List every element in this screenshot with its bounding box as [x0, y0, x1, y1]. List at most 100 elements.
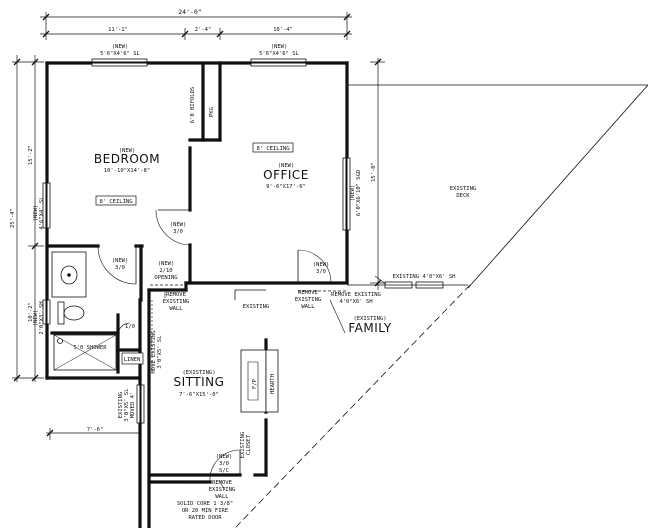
win-move-existing-2: 3'0"X5' SL [157, 335, 163, 369]
family-tag: (EXISTING) [353, 316, 386, 322]
office-ceiling: 8' CEILING [256, 146, 289, 152]
dim-top-left: 11'-1" [108, 27, 128, 33]
deck-line2: DECK [456, 193, 470, 199]
dim-office-right: 15'-0" [371, 162, 377, 182]
dim-left-lower: 10'-2" [28, 302, 34, 322]
win-bedroom-left-spec: 4'6"X4' SL [39, 196, 45, 230]
note-remove-left-1: REMOVE [166, 292, 186, 298]
window-bedroom-left [42, 182, 51, 229]
office-name: OFFICE [263, 168, 309, 182]
door-opening-line1: 2/10 [159, 268, 172, 274]
door-bedroom-size: 3/0 [173, 229, 183, 235]
bedroom-ceiling-box [95, 195, 137, 206]
dim-sitting-left: 7'-6" [87, 427, 104, 433]
win-bedroom-left-tag: (NEW) [33, 205, 39, 222]
bedroom-tag: (NEW) [119, 148, 136, 154]
door-fire-line2: S/C [219, 468, 229, 474]
dim-overall: 24'-0" [178, 8, 201, 16]
door-office-size: 3/0 [316, 269, 326, 275]
note-linen: LINEN [124, 357, 141, 363]
toilet-tank [57, 301, 65, 325]
door-closet-small: 1/0 [125, 324, 135, 330]
note-remove-left-3: WALL [169, 306, 183, 312]
toilet-bowl [63, 305, 85, 321]
windows [42, 58, 468, 424]
win-bedroom-top-tag: (NEW) [112, 44, 129, 50]
sitting-size: 7'-6"X15'-0" [179, 392, 219, 398]
dim-left-upper: 15'-2" [28, 145, 34, 165]
win-move-existing-1: MOVE EXISTING [151, 330, 157, 373]
bedroom-size: 10'-10"X14'-8" [104, 168, 150, 174]
window-bedroom-top [91, 58, 148, 67]
note-remove-bottom-2: EXISTING [209, 487, 236, 493]
door-fire-line1: 3/0 [219, 461, 229, 467]
note-remove-window-2: 4'0"X6' SH [339, 299, 372, 305]
note-fp: F/P [252, 378, 258, 389]
note-hearth: HEARTH [270, 374, 276, 394]
sitting-tag: (EXISTING) [182, 370, 215, 376]
note-closet-1: EXISTING [240, 432, 246, 459]
win-bedroom-top-spec: 5'6"X4'6" SL [100, 51, 140, 57]
bedroom-ceiling: 8' CEILING [99, 199, 132, 205]
deck-line1: EXISTING [450, 186, 477, 192]
window-bath-left [42, 299, 51, 325]
leader-lines [164, 275, 387, 491]
door-bedroom-tag: (NEW) [170, 222, 187, 228]
office-tag: (NEW) [278, 163, 295, 169]
office-ceiling-box [252, 142, 294, 153]
win-office-right-tag: (NEW) [350, 185, 356, 202]
dim-top-mid: 2'-4" [195, 27, 212, 33]
note-shower: 5'0 SHOWER [73, 345, 107, 351]
bedroom-name: BEDROOM [94, 152, 160, 166]
win-sitting-left-2: 3'0"X5' SL [124, 388, 130, 422]
door-bath-size: 3/0 [115, 265, 125, 271]
win-office-top-spec: 5'6"X4'6" SL [259, 51, 299, 57]
door-bath-tag: (NEW) [112, 258, 129, 264]
window-office-top [250, 58, 307, 67]
win-office-right-spec: 6'0"X6'10" SGD [356, 170, 362, 216]
dim-top-right: 10'-4" [273, 27, 293, 33]
note-remove-right-2: EXISTING [295, 297, 322, 303]
window-existing-deck [347, 281, 468, 289]
hearth [265, 349, 279, 413]
win-office-top-tag: (NEW) [271, 44, 288, 50]
note-bifolds: 6'0 BIFOLDS [190, 87, 196, 123]
win-bath-left-spec: 2'0"X3' SH [39, 301, 45, 334]
note-remove-right-1: REMOVE [298, 290, 318, 296]
dim-left-total: 25'-4" [10, 208, 16, 228]
doors [97, 209, 332, 483]
removed-walls [150, 282, 347, 292]
win-sitting-left-3: MOVED 4' [130, 392, 136, 419]
note-fire-door-3: RATED DOOR [188, 515, 222, 521]
deck-outline [348, 84, 649, 289]
note-remove-right-3: WALL [301, 304, 315, 310]
note-remove-bottom-3: WALL [215, 494, 229, 500]
dimension-ticks [13, 13, 382, 437]
note-closet-2: CLOSET [246, 434, 252, 455]
note-remove-left-2: EXISTING [163, 299, 190, 305]
note-existing-top: EXISTING [243, 304, 270, 310]
note-remove-bottom-1: REMOVE [212, 480, 232, 486]
win-bath-left-tag: (NEW) [33, 310, 39, 327]
door-opening-tag: (NEW) [158, 261, 175, 267]
thin-walls [149, 289, 266, 484]
note-remove-window-1: REMOVE EXISTING [331, 292, 381, 298]
window-office-right [342, 157, 351, 231]
door-opening-line2: OPENING [154, 275, 177, 281]
note-fire-door-1: SOLID CORE 1 3/8" [177, 501, 233, 507]
note-pkg: PKG [209, 107, 215, 117]
linen-box [121, 352, 144, 365]
win-sitting-left-1: EXISTING [118, 392, 124, 419]
win-existing-deck: EXISTING 4'0"X6' SH [393, 274, 456, 280]
sitting-name: SITTING [174, 375, 225, 389]
note-fire-door-2: OR 20 MIN FIRE [182, 508, 228, 514]
fireplace [240, 349, 267, 413]
window-sitting-left [136, 384, 145, 424]
fixtures [51, 251, 279, 413]
door-fire-tag: (NEW) [216, 454, 233, 460]
door-office-tag: (NEW) [313, 262, 330, 268]
sink [60, 265, 78, 285]
deck-dashed-line [234, 284, 471, 528]
office-size: 9'-6"X17'-6" [266, 184, 306, 190]
